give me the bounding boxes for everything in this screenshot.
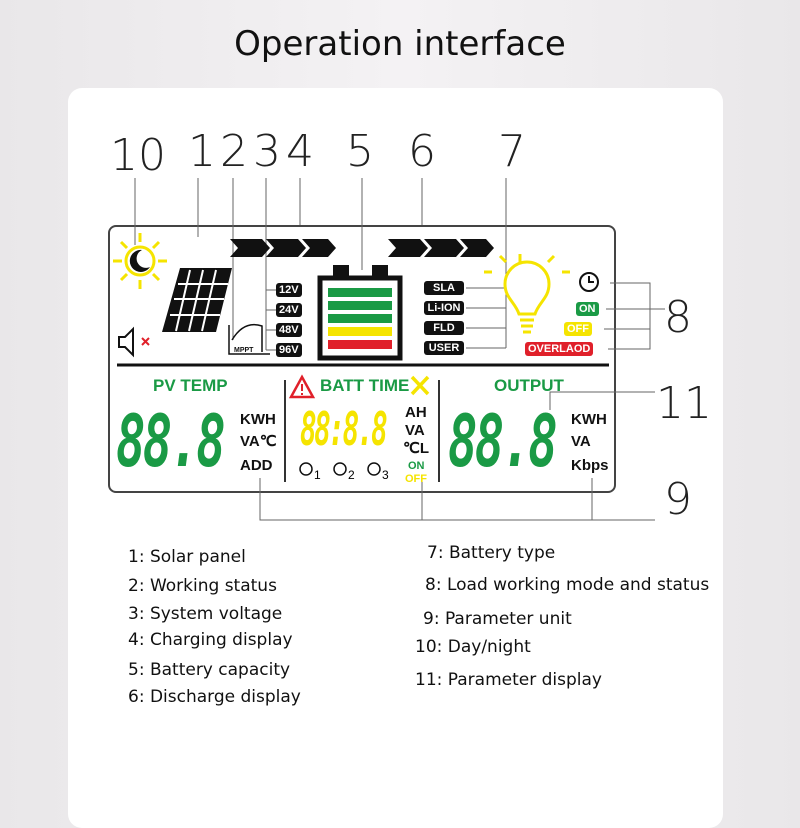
svg-text:MPPT: MPPT [234, 347, 254, 354]
batt-unit-ah: AH [405, 404, 427, 421]
pv-unit-va-c: VA℃ [240, 433, 277, 450]
legend-item: 6: Discharge display [128, 687, 301, 707]
diagram-graphics: MPPT [113, 178, 665, 521]
output-unit-va: VA [571, 433, 591, 450]
callout-11: 11 [656, 378, 712, 429]
pv-temp-label: PV TEMP [153, 376, 228, 395]
battery-type-user: USER [424, 341, 464, 355]
load-status-on: ON [576, 302, 599, 316]
warning-icon [288, 374, 316, 399]
day-night-icon [113, 233, 167, 289]
legend-item: 7: Battery type [427, 543, 556, 563]
output-digits: 88.8 [448, 399, 558, 483]
pv-unit-kwh: KWH [240, 411, 276, 428]
timer-3: 3 [382, 468, 389, 482]
legend-item: 4: Charging display [128, 630, 293, 650]
output-unit-kwh: KWH [571, 411, 607, 428]
output-label: OUTPUT [494, 376, 564, 395]
battery-type-sla: SLA [424, 281, 464, 295]
callout-2: 2 [220, 126, 248, 177]
batt-unit-va: VA [405, 422, 425, 439]
callout-6: 6 [408, 126, 436, 177]
battery-icon [317, 265, 403, 361]
legend-item: 10: Day/night [415, 637, 531, 657]
batt-on: ON [408, 460, 425, 472]
pv-unit-add: ADD [240, 457, 273, 474]
timer-1: 1 [314, 468, 321, 482]
load-status-off: OFF [564, 322, 592, 336]
legend-item: 9: Parameter unit [423, 609, 572, 629]
voltage-24v: 24V [276, 303, 302, 317]
legend-item: 3: System voltage [128, 604, 283, 624]
legend-item: 11: Parameter display [415, 670, 602, 690]
callout-3: 3 [253, 126, 281, 177]
callout-9: 9 [664, 474, 692, 525]
output-unit-kbps: Kbps [571, 457, 609, 474]
mppt-status-icon: MPPT [228, 323, 270, 355]
callout-10: 10 [110, 130, 166, 181]
callout-8: 8 [664, 292, 692, 343]
batt-unit-cl: ℃L [403, 440, 430, 457]
diagram-card [68, 88, 723, 828]
voltage-96v: 96V [276, 343, 302, 357]
discharge-arrows-icon [388, 239, 494, 257]
battery-type-li-ion: Li-ION [424, 301, 464, 315]
alarm-timer-icons [299, 462, 381, 476]
pv-temp-digits: 88.8 [116, 399, 226, 483]
charging-arrows-icon [230, 239, 336, 257]
voltage-48v: 48V [276, 323, 302, 337]
legend-item: 8: Load working mode and status [425, 575, 710, 595]
legend-item: 5: Battery capacity [128, 660, 291, 680]
solar-panel-icon [162, 268, 232, 332]
legend-item: 1: Solar panel [128, 547, 246, 567]
voltage-12v: 12V [276, 283, 302, 297]
callout-5: 5 [346, 126, 374, 177]
timer-2: 2 [348, 468, 355, 482]
clock-icon [579, 272, 599, 292]
page-title: Operation interface [234, 24, 566, 64]
callout-7: 7 [498, 126, 526, 177]
leader-lines [134, 178, 665, 521]
batt-off: OFF [405, 473, 427, 485]
legend-item: 2: Working status [128, 576, 277, 596]
load-status-overload: OVERLAOD [525, 342, 594, 356]
speaker-mute-icon [118, 326, 150, 358]
batt-time-digits: 88:8.8 [300, 402, 388, 456]
callout-4: 4 [286, 126, 314, 177]
batt-time-label: BATT TIME [320, 376, 410, 395]
tools-icon [410, 375, 430, 396]
battery-type-fld: FLD [424, 321, 464, 335]
callout-1: 1 [188, 126, 216, 177]
light-bulb-icon [484, 254, 570, 334]
